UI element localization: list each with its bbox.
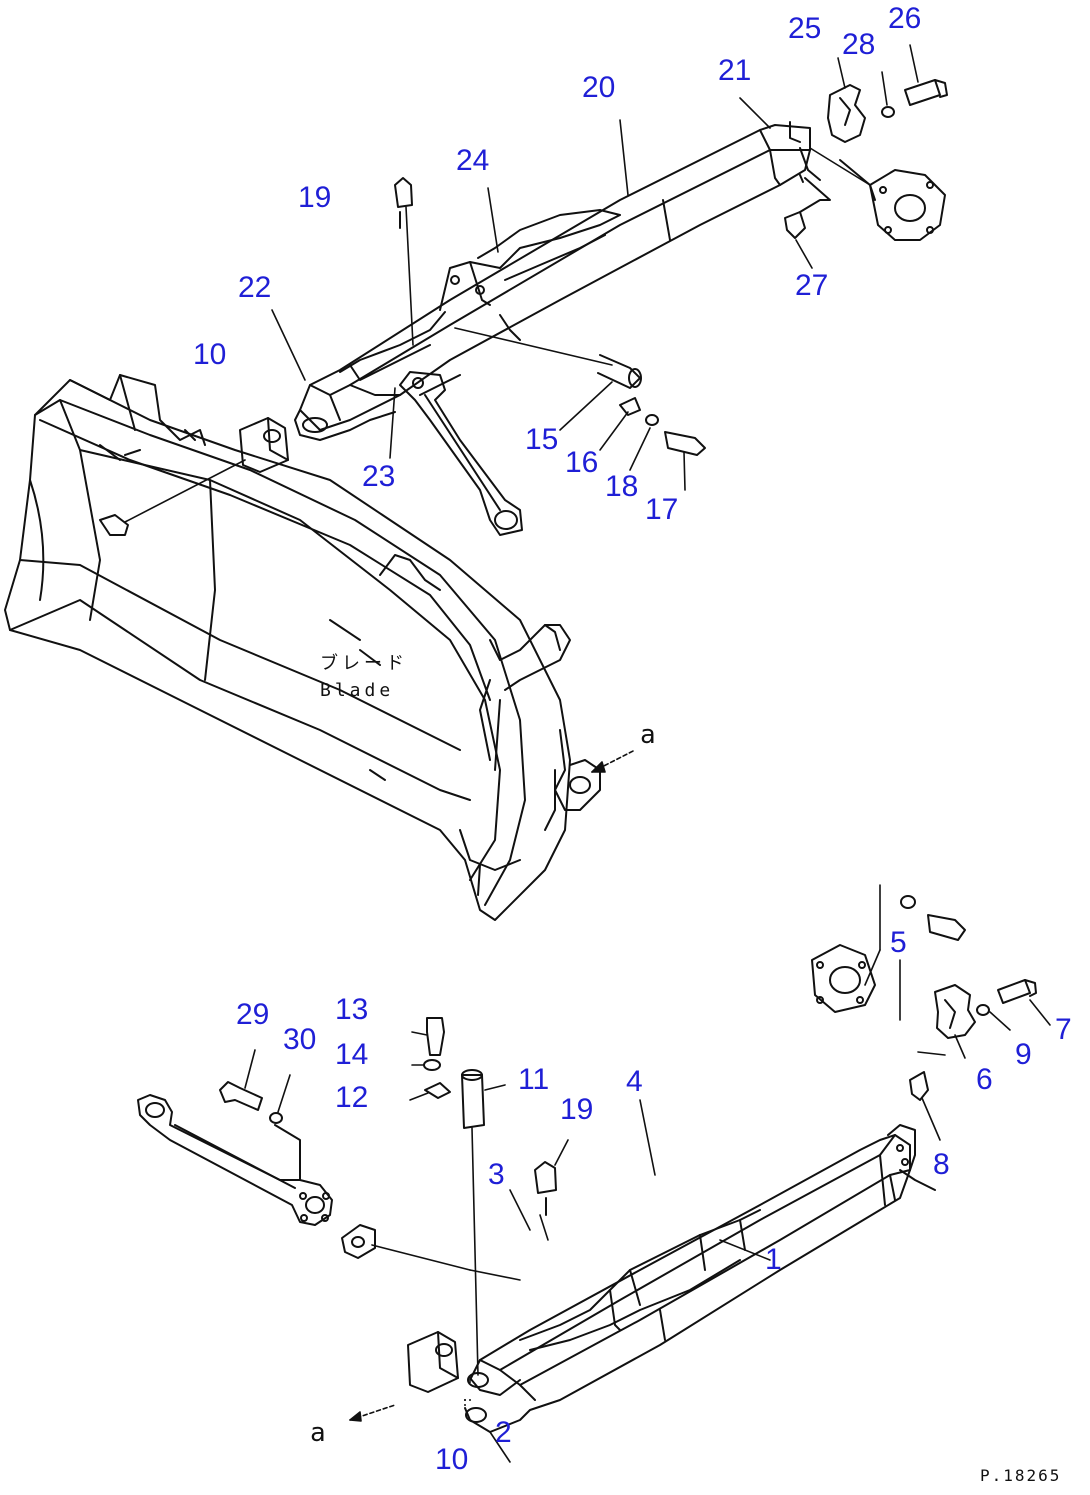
leader-lines [124, 44, 1051, 1463]
callout-10-upper: 10 [193, 338, 227, 371]
blade-label-japanese: ブレード [320, 653, 408, 674]
callout-18: 18 [605, 470, 639, 503]
upper-pin-group [597, 354, 706, 456]
blade [4, 374, 601, 921]
callout-8: 8 [933, 1148, 950, 1181]
callout-20: 20 [582, 71, 616, 104]
lower-frame-assembly [464, 1124, 936, 1433]
upper-plate [784, 177, 831, 239]
callout-25: 25 [788, 12, 822, 45]
callout-6: 6 [976, 1063, 993, 1096]
lower-pin [461, 1069, 485, 1129]
blade-label-english: Blade [320, 680, 395, 701]
callout-5: 5 [890, 926, 907, 959]
upper-bolt [881, 79, 948, 118]
callout-12: 12 [335, 1081, 369, 1114]
callout-4: 4 [626, 1065, 643, 1098]
upper-brace [399, 371, 523, 536]
lower-plate-small [341, 1224, 376, 1259]
callout-7: 7 [1055, 1013, 1072, 1046]
view-arrows [349, 749, 636, 1422]
callout-27: 27 [795, 269, 829, 302]
callout-26: 26 [888, 2, 922, 35]
callout-1: 1 [765, 1243, 782, 1276]
callout-28: 28 [842, 28, 876, 61]
upper-frame-assembly [294, 121, 821, 441]
callout-2: 2 [495, 1416, 512, 1449]
callout-30: 30 [283, 1023, 317, 1056]
callout-11: 11 [518, 1063, 550, 1096]
callout-19-lower: 19 [560, 1093, 594, 1126]
lower-bolt [426, 1017, 445, 1056]
callout-16: 16 [565, 446, 599, 479]
callout-19-upper: 19 [298, 181, 332, 214]
lower-cap [934, 984, 976, 1039]
callout-21: 21 [718, 54, 752, 87]
lower-lock-plate [424, 1082, 451, 1099]
callout-17: 17 [645, 493, 679, 526]
callout-10-lower: 10 [435, 1443, 469, 1476]
lower-trunnion-flange [811, 944, 876, 1013]
upper-trunnion-flange [839, 159, 946, 241]
upper-grease-fitting [394, 177, 413, 229]
lower-grease-fitting [534, 1161, 557, 1216]
lower-plate [909, 1071, 929, 1101]
callout-23: 23 [362, 460, 396, 493]
callout-24: 24 [456, 144, 490, 177]
lower-bracket [407, 1331, 459, 1393]
callout-14: 14 [335, 1038, 369, 1071]
callout-13: 13 [335, 993, 369, 1026]
lower-cap-bolt [976, 979, 1037, 1016]
view-marker-lower: a [310, 1418, 326, 1448]
view-marker-upper: a [640, 720, 656, 750]
callout-15: 15 [525, 423, 559, 456]
figure-code: P.18265 [980, 1466, 1062, 1485]
lower-washer [423, 1059, 441, 1071]
callout-9: 9 [1015, 1038, 1032, 1071]
callout-3: 3 [488, 1158, 505, 1191]
callout-22: 22 [238, 271, 272, 304]
upper-bracket [239, 417, 289, 473]
lower-brace [137, 1081, 333, 1226]
callout-29: 29 [236, 998, 270, 1031]
upper-cap [827, 84, 866, 143]
lower-upper-bolt [900, 895, 966, 941]
